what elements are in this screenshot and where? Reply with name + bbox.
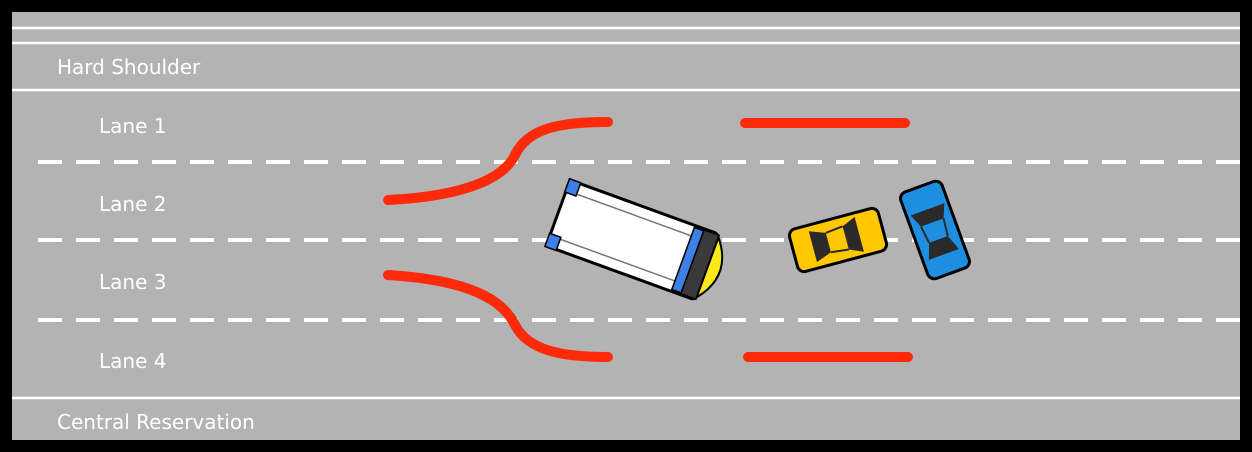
hard-shoulder-label: Hard Shoulder xyxy=(57,55,201,79)
lane-1-label: Lane 1 xyxy=(99,114,167,138)
lane-4-label: Lane 4 xyxy=(99,349,167,373)
van-icon xyxy=(543,177,724,301)
central-reservation-label: Central Reservation xyxy=(57,410,255,434)
arrow-icon xyxy=(383,270,613,362)
yellow-car-icon xyxy=(787,206,889,274)
blue-car-icon xyxy=(899,179,971,281)
arrow-icon xyxy=(383,117,613,205)
lane-2-label: Lane 2 xyxy=(99,192,167,216)
lane-3-label: Lane 3 xyxy=(99,270,167,294)
